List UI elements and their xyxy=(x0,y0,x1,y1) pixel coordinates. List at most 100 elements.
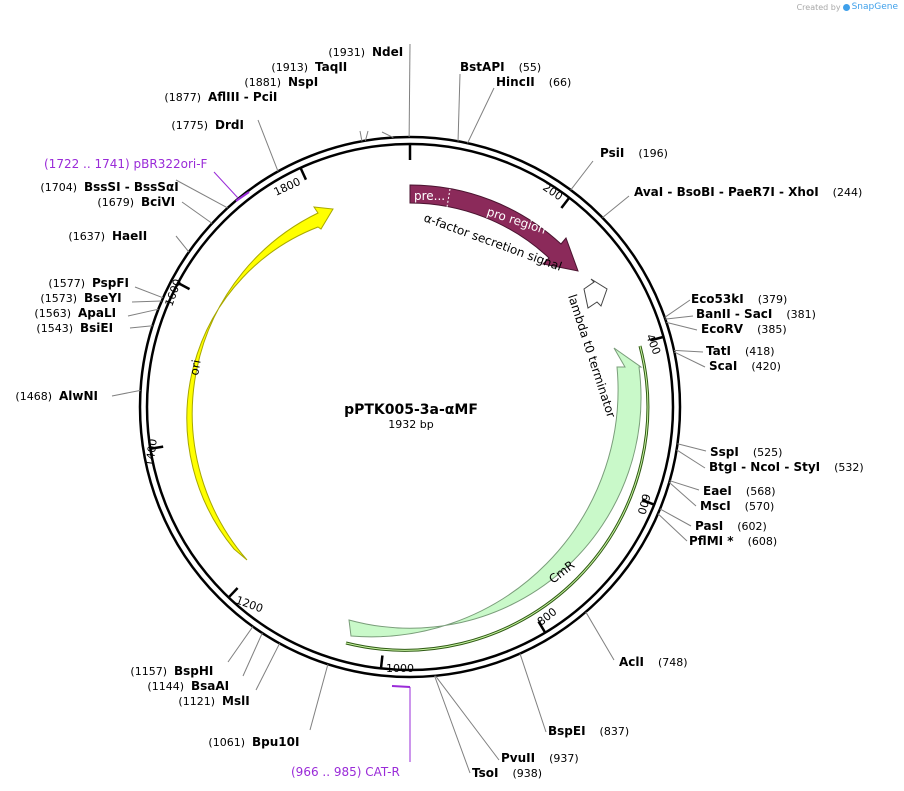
site-leader xyxy=(659,508,692,527)
site-name[interactable]: PasI xyxy=(695,519,723,533)
site-name[interactable]: BtgI - NcoI - StyI xyxy=(709,460,820,474)
site-name[interactable]: PflMI * xyxy=(689,534,734,548)
site-position: (602) xyxy=(737,520,767,533)
site-leader xyxy=(129,325,153,329)
site-leader xyxy=(668,482,697,507)
site-position: (379) xyxy=(758,293,788,306)
primer-CAT-R[interactable]: (966 .. 985) CAT-R xyxy=(291,685,411,779)
site-position: (837) xyxy=(600,725,630,738)
site-name[interactable]: BanII - SacI xyxy=(696,307,772,321)
site-name[interactable]: AlwNI xyxy=(59,389,98,403)
site-name[interactable]: BspEI xyxy=(548,724,586,738)
site-name[interactable]: BstAPI xyxy=(460,60,505,74)
snapgene-logo-icon xyxy=(842,3,850,11)
plasmid-name: pPTK005-3a-αMF xyxy=(344,402,478,418)
site-leader xyxy=(657,513,688,542)
site-name[interactable]: NdeI xyxy=(372,45,403,59)
site-name[interactable]: MslI xyxy=(222,694,250,708)
feature-lambda-t0[interactable]: lambda t0 terminator xyxy=(565,278,618,420)
ruler-tick-400 xyxy=(650,335,664,342)
site-position: (1704) xyxy=(40,181,77,194)
site-position: (1144) xyxy=(147,680,184,693)
site-leader xyxy=(175,235,190,253)
credit-prefix: Created by xyxy=(796,2,841,12)
credit-brand: SnapGene xyxy=(851,2,898,12)
site-position: (420) xyxy=(751,360,781,373)
site-position: (532) xyxy=(834,461,864,474)
site-leader xyxy=(673,349,704,353)
site-name[interactable]: EaeI xyxy=(703,484,732,498)
site-leader xyxy=(676,449,706,469)
ruler-label-400: 400 xyxy=(643,332,663,356)
ruler-label-1600: 1600 xyxy=(163,277,185,308)
site-name[interactable]: PspFI xyxy=(92,276,129,290)
site-name[interactable]: TatI xyxy=(706,344,731,358)
site-name[interactable]: TsoI xyxy=(472,766,498,780)
site-position: (525) xyxy=(753,446,783,459)
site-position: (938) xyxy=(512,767,542,780)
snapgene-credit: Created by SnapGene xyxy=(797,2,898,12)
site-name[interactable]: BciVI xyxy=(141,195,175,209)
site-name[interactable]: BssSI - BssSαI xyxy=(84,180,179,194)
ruler-tick-200 xyxy=(560,196,571,209)
site-leader xyxy=(309,664,329,731)
site-name[interactable]: BsaAI xyxy=(191,679,229,693)
site-name[interactable]: ApaLI xyxy=(78,306,116,320)
site-position: (1468) xyxy=(15,390,52,403)
site-name[interactable]: NspI xyxy=(288,75,318,89)
site-name[interactable]: BsiEI xyxy=(80,321,113,335)
site-position: (1061) xyxy=(208,736,245,749)
ori-arrow xyxy=(186,206,334,561)
ruler-tick-1200 xyxy=(227,587,239,599)
site-leader xyxy=(669,480,700,491)
site-name[interactable]: MscI xyxy=(700,499,731,513)
pre-pro-divider xyxy=(446,188,451,208)
site-position: (570) xyxy=(745,500,775,513)
site-name[interactable]: BspHI xyxy=(174,664,213,678)
lambda-t0-label: lambda t0 terminator xyxy=(565,293,618,420)
site-position: (66) xyxy=(549,76,572,89)
site-position: (1881) xyxy=(244,76,281,89)
site-name[interactable]: TaqII xyxy=(315,60,347,74)
site-leader xyxy=(131,300,162,303)
site-name[interactable]: Bpu10I xyxy=(252,735,299,749)
backbone-inner-circle xyxy=(145,142,675,672)
backbone-outer-circle xyxy=(138,135,682,679)
ruler-label-1000: 1000 xyxy=(386,662,414,675)
site-name[interactable]: HaeII xyxy=(112,229,147,243)
site-position: (937) xyxy=(549,752,579,765)
site-leader xyxy=(242,632,263,677)
site-name[interactable]: PsiI xyxy=(600,146,624,160)
site-position: (244) xyxy=(833,186,863,199)
feature-CmR[interactable]: CmR xyxy=(345,345,650,652)
site-name[interactable]: BseYI xyxy=(84,291,122,305)
site-position: (196) xyxy=(638,147,668,160)
site-name[interactable]: HincII xyxy=(496,75,535,89)
site-name[interactable]: SspI xyxy=(710,445,739,459)
site-leader xyxy=(457,73,461,142)
site-name[interactable]: ScaI xyxy=(709,359,737,373)
site-position: (385) xyxy=(757,323,787,336)
site-position: (1543) xyxy=(36,322,73,335)
site-leader xyxy=(408,43,411,138)
pBR322ori-F-leader xyxy=(213,171,239,199)
primer-pBR322ori-F[interactable]: (1722 .. 1741) pBR322ori-F xyxy=(44,157,250,202)
site-name[interactable]: DrdI xyxy=(215,118,244,132)
ruler-label-1800: 1800 xyxy=(272,175,303,199)
site-name[interactable]: AvaI - BsoBI - PaeR7I - XhoI xyxy=(634,185,819,199)
site-name[interactable]: AflIII - PciI xyxy=(208,90,277,104)
ruler-label-600: 600 xyxy=(635,492,653,516)
site-position: (1931) xyxy=(328,46,365,59)
site-name[interactable]: PvuII xyxy=(501,751,535,765)
site-position: (1577) xyxy=(48,277,85,290)
site-name[interactable]: AclI xyxy=(619,655,644,669)
site-position: (1157) xyxy=(130,665,167,678)
site-name[interactable]: EcoRV xyxy=(701,322,744,336)
feature-ori[interactable]: ori xyxy=(186,206,334,561)
ruler-tick-1400 xyxy=(150,445,164,450)
site-name[interactable]: Eco53kI xyxy=(691,292,744,306)
site-leader xyxy=(255,643,281,691)
site-position: (1563) xyxy=(34,307,71,320)
CAT-R-mark xyxy=(391,685,411,688)
